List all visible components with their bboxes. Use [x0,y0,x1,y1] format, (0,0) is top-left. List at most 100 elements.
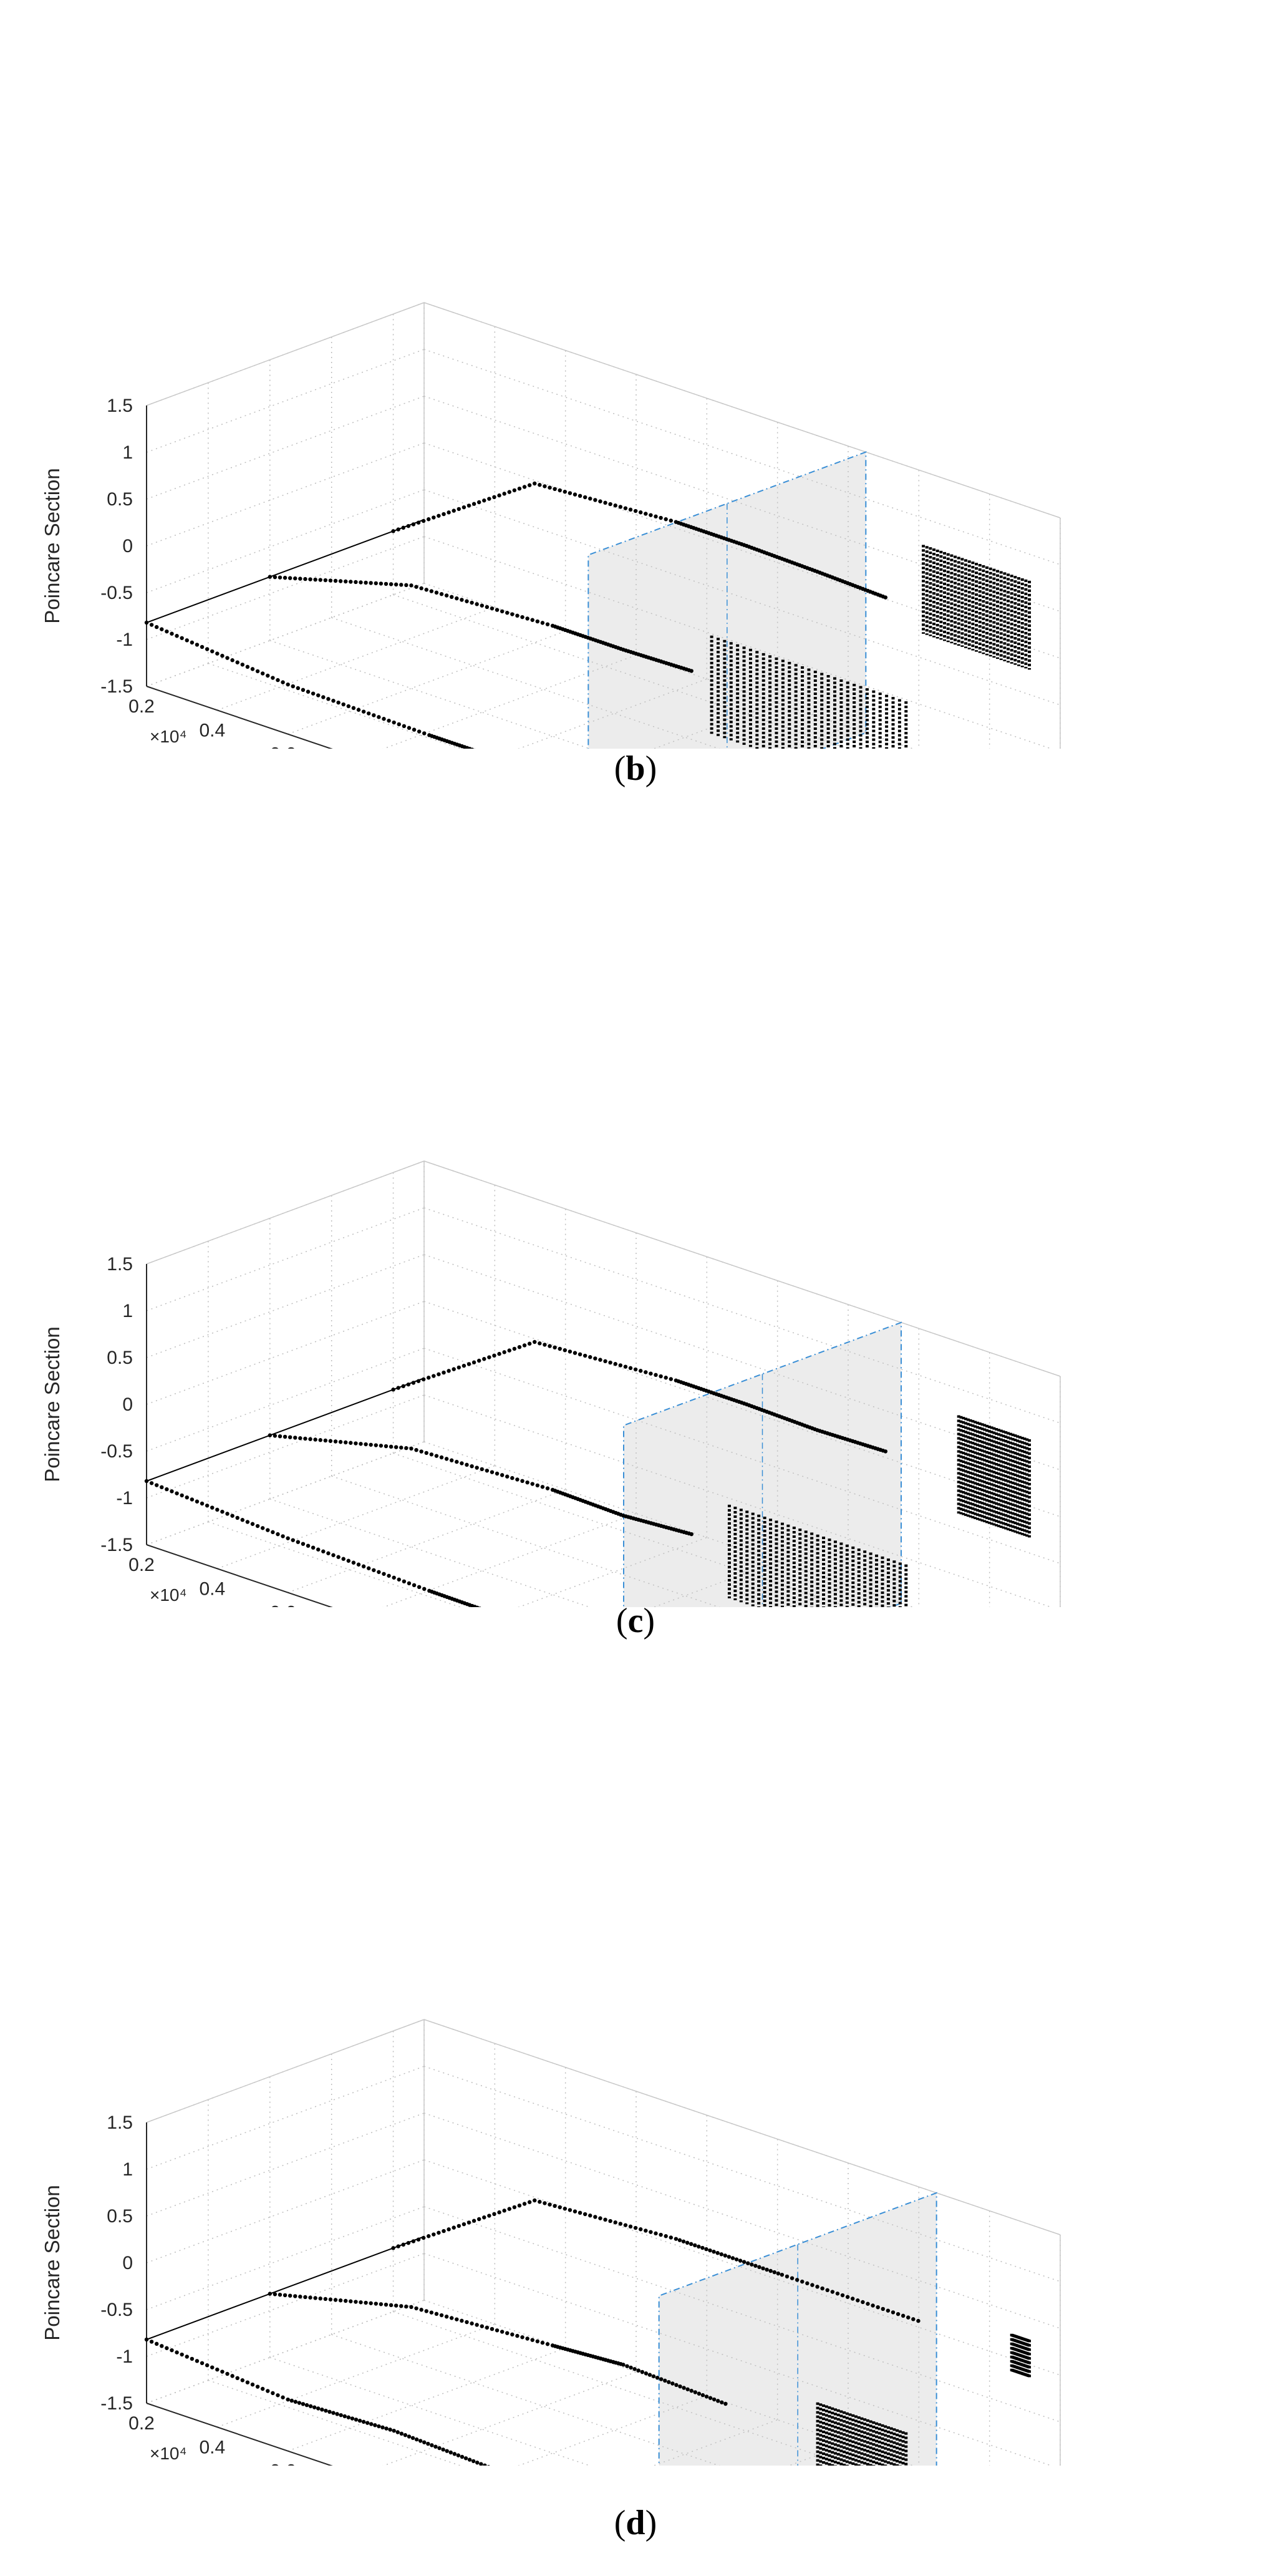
series-1-point [303,2295,307,2300]
series-1-point [293,1436,297,1440]
series-0-point [225,2371,230,2376]
series-0-point [395,2430,400,2434]
series-1-point [419,586,423,591]
series-2-point [447,510,451,515]
series-0-point [149,2340,154,2344]
series-2-point [487,1355,491,1359]
start-edge-line [146,519,425,623]
series-2-point [427,1376,431,1380]
series-0-point [312,2405,317,2409]
series-2-point [654,514,658,519]
series-2-point [487,497,491,501]
series-2-point [476,1358,481,1363]
series-2-point [442,1370,446,1375]
series-2-point [715,2251,720,2255]
series-0-point [220,653,225,658]
series-1-point [354,580,358,585]
series-1-point [450,595,454,600]
grid-line [423,1301,1061,1517]
series-1-point [323,1438,328,1443]
series-2-point [558,2205,562,2210]
x-exponent-label: ×10⁴ [150,727,187,746]
z-tick-label: 1 [122,1301,133,1321]
series-1-point [283,1434,288,1439]
series-0-point [331,1553,336,1557]
series-1-point [389,1444,394,1449]
z-tick-label: 1 [122,442,133,463]
series-1-point [480,2324,484,2328]
series-0-point [361,2419,366,2424]
series-1-point [700,2393,705,2398]
series-0-point [170,1489,174,1494]
series-2-point [442,2228,446,2233]
series-0-point [372,1568,376,1572]
series-0-point [175,1491,179,1495]
series-1-point [520,1479,524,1484]
series-0-point [351,706,356,711]
series-2-point [639,2227,643,2232]
series-0-point [324,2408,328,2413]
series-0-point [281,2395,285,2399]
series-1-point [545,2342,550,2346]
series-1-point [429,589,434,593]
series-0-point [149,623,154,627]
series-2-point [772,2270,776,2275]
series-0-point [160,627,164,631]
series-2-point [497,1351,501,1356]
series-2-point [548,1344,552,1348]
series-0-point [407,726,412,730]
grid-line [146,1441,425,1545]
series-2-point [830,2290,835,2294]
series-1-point [455,2317,459,2321]
series-2-point [664,517,668,522]
series-0-point [170,631,174,636]
grid-line [217,606,495,711]
series-1-point [384,2302,389,2307]
series-0-point [377,2424,381,2429]
x-tick-label: 0.6 [270,1603,296,1607]
series-2-point [765,2267,769,2272]
series-0-point [412,727,417,732]
series-1-point [525,2336,529,2341]
z-tick-label: 0.5 [107,1348,133,1368]
series-2-point [795,2278,800,2282]
series-2-point [482,2215,486,2220]
series-1-point [450,1458,454,1462]
series-1-point [475,2323,479,2327]
series-2-point [452,508,456,513]
series-1-point [632,2367,637,2371]
series-2-point [825,2288,829,2293]
series-0-point [205,647,210,651]
series-0-point [388,2428,392,2432]
series-1-point [670,2381,675,2386]
series-0-point [316,693,321,697]
series-2-point [507,490,511,494]
series-1-point [515,1477,520,1482]
series-0-point [373,2423,377,2428]
series-0-point [195,643,200,647]
series-0-point [335,2412,339,2416]
series-1-point [293,576,297,581]
series-2-point [558,488,562,493]
series-2-point [618,505,623,509]
series-1-point [465,2320,469,2325]
series-2-point [704,2247,708,2252]
series-1-point [414,1447,418,1452]
series-1-point [682,2386,686,2390]
series-1-point [530,2338,534,2342]
series-2-point [548,485,552,490]
series-2-point [727,2255,732,2259]
series-1-point [510,2332,515,2337]
grid-line [423,2112,1061,2329]
series-1-point [399,1446,404,1450]
series-0-point [266,2389,270,2393]
series-2-point [452,2225,456,2230]
series-2-point [851,2297,855,2301]
grid-line [146,536,425,640]
series-2-point [633,1367,638,1372]
series-1-point [439,1455,444,1460]
z-tick-label: -0.5 [100,583,133,603]
box-edge [423,302,1061,518]
series-2-point [432,2232,436,2237]
series-1-point [429,2310,434,2315]
